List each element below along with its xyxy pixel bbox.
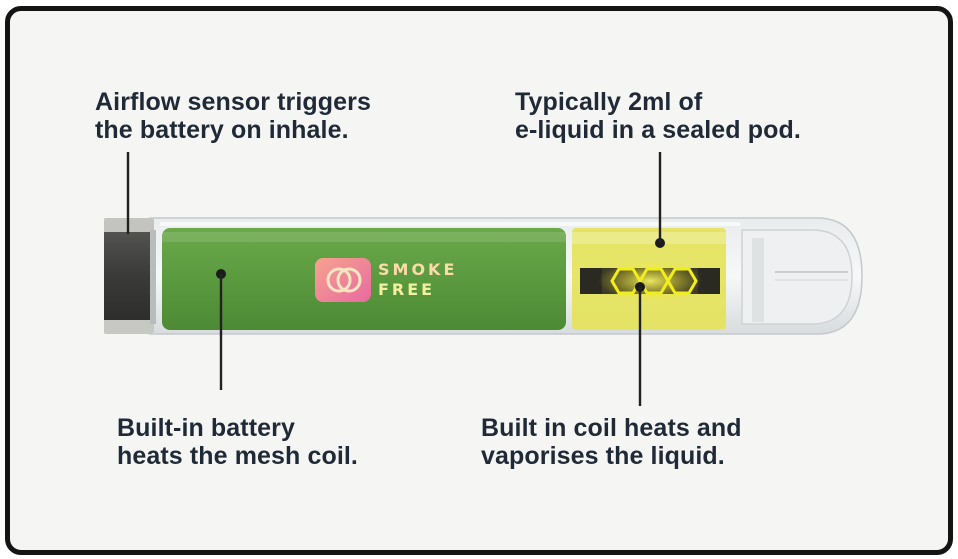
airflow-sensor-label: Airflow sensor triggers the battery on i… (95, 88, 371, 144)
brand-wordmark: SMOKE FREE (378, 260, 457, 300)
mouthpiece (741, 229, 853, 325)
mesh-coil (610, 267, 698, 295)
liquid-label-line2: e-liquid in a sealed pod. (515, 116, 801, 144)
device-end-cap (104, 218, 154, 334)
airflow-label-line2: the battery on inhale. (95, 116, 349, 144)
smoke-free-logo (315, 258, 371, 302)
coil-label-line1: Built in coil heats and (481, 414, 742, 442)
brand-word-smoke: SMOKE (378, 260, 458, 279)
brand-word-free: FREE (378, 280, 436, 299)
battery-label-line1: Built-in battery (117, 414, 295, 442)
battery-label-line2: heats the mesh coil. (117, 442, 358, 470)
e-liquid-label: Typically 2ml of e-liquid in a sealed po… (515, 88, 801, 144)
battery-label: Built-in battery heats the mesh coil. (117, 414, 358, 470)
liquid-label-line1: Typically 2ml of (515, 88, 703, 116)
coil-label-line2: vaporises the liquid. (481, 442, 725, 470)
airflow-label-line1: Airflow sensor triggers (95, 88, 371, 116)
coil-label: Built in coil heats and vaporises the li… (481, 414, 742, 470)
